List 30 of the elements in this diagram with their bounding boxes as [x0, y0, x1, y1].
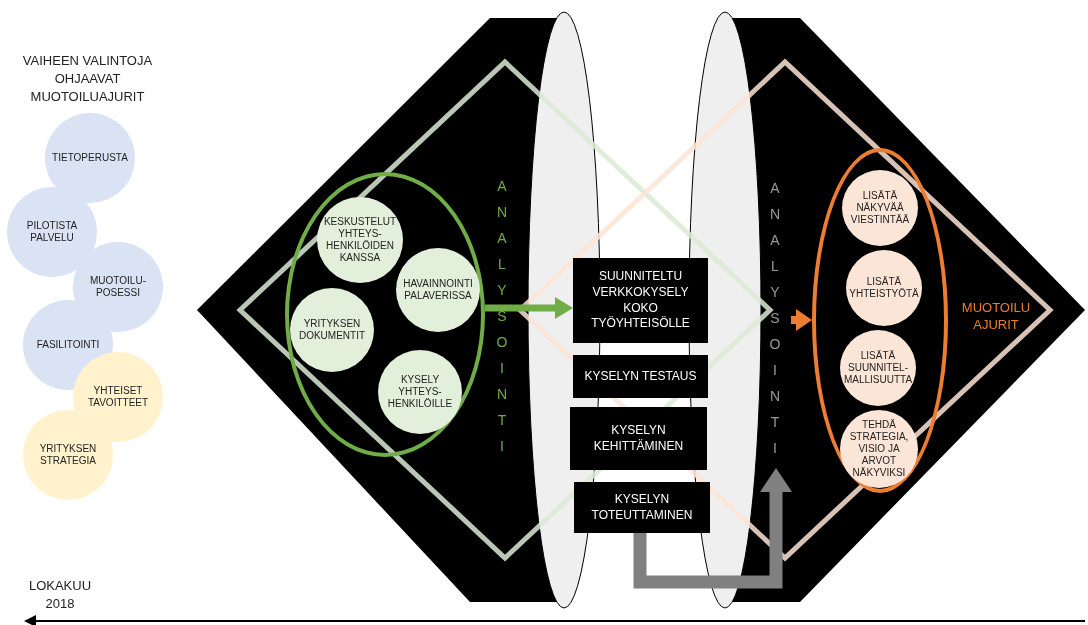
- step-box: [573, 355, 708, 398]
- step-text: KYSELYN TOTEUTTAMINEN: [590, 491, 694, 524]
- bubble-text: KYSELY YHTEYS- HENKILÖILLE: [386, 374, 454, 410]
- bubble-text: YRITYKSEN DOKUMENTIT: [297, 318, 367, 342]
- heading: VAIHEEN VALINTOJA OHJAAVAT MUOTOILUAJURIT: [21, 52, 154, 107]
- step-text: KYSELYN KEHITTÄMINEN: [592, 422, 685, 455]
- vertical-label: ANALYSOINTI: [494, 178, 511, 464]
- bubble-text: TEHDÄ STRATEGIA, VISIO JA ARVOT NÄKYVIKSI: [848, 419, 910, 479]
- bubble-text: YRITYKSEN STRATEGIA: [38, 443, 98, 467]
- side-caption: MUOTOILU AJURIT: [960, 300, 1032, 334]
- step-text: SUUNNITELTU VERKKOKYSELY KOKO TYÖYHTEISÖLLE: [590, 269, 691, 332]
- vertical-label: ANALYSOINTI: [767, 180, 785, 466]
- bubble-text: LISÄTÄ YHTEISTYÖTÄ: [849, 276, 919, 300]
- step-box: [570, 407, 707, 470]
- step-box: [574, 482, 710, 533]
- bubble-text: MUOTOILU- POSESSI: [89, 275, 147, 299]
- arrow: [484, 297, 573, 319]
- step-text: KYSELYN TESTAUS: [583, 368, 698, 385]
- bubble-text: HAVAINNOINTI PALAVERISSA: [402, 278, 474, 302]
- bubble-text: KESKUSTELUT YHTEYS- HENKILÖIDEN KANSSA: [322, 216, 398, 264]
- date-label: LOKAKUU 2018: [27, 577, 93, 613]
- bubble-text: FASILITOINTI: [35, 339, 101, 351]
- bubble-text: PILOTISTA PALVELU: [25, 220, 79, 244]
- ellipse-outline: [285, 172, 485, 457]
- bubble-text: LISÄTÄ NÄKYVÄÄ VIESTINTÄÄ: [849, 190, 911, 226]
- bubble-text: LISÄTÄ SUUNNITEL- MALLISUUTTA: [843, 350, 913, 386]
- ellipse-outline: [812, 148, 948, 493]
- bubble-text: YHTEISET TAVOITTEET: [86, 385, 150, 409]
- step-box: [573, 258, 708, 343]
- bubble-text: TIETOPERUSTA: [51, 152, 129, 164]
